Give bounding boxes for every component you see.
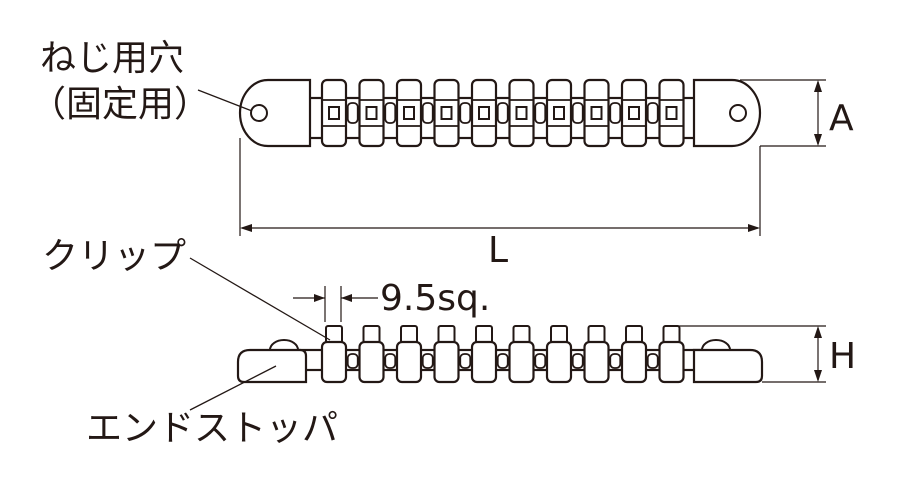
rail-link-top — [346, 102, 359, 124]
end-stopper-label: エンドストッパ — [86, 408, 338, 449]
rail-link-top — [421, 102, 434, 124]
side-clip — [620, 325, 648, 384]
top-clip — [470, 78, 498, 148]
side-clip — [433, 325, 460, 384]
rail-link-top — [534, 102, 547, 124]
dim-A-label: A — [829, 98, 854, 139]
rail-link-top — [496, 102, 509, 124]
top-clip — [320, 78, 348, 148]
rail-link-top — [609, 102, 622, 124]
side-clip — [358, 325, 385, 384]
top-clip — [620, 78, 648, 148]
dimension-H — [672, 325, 826, 383]
end-stopper-leader — [189, 365, 277, 411]
screw-hole-note-label: （固定用） — [30, 84, 210, 125]
top-clip — [433, 78, 460, 148]
side-clip — [658, 325, 685, 384]
left-end-stopper — [236, 348, 308, 384]
left-end-cap-top — [238, 78, 312, 148]
rail-link-top — [646, 102, 659, 124]
dim-H-label: H — [829, 336, 856, 377]
right-end-cap-top — [692, 78, 762, 148]
screw-hole-leader — [197, 89, 253, 112]
top-clip — [508, 78, 535, 148]
rail-link-side — [609, 353, 622, 369]
rail-link-side — [384, 353, 397, 369]
rail-link-side — [459, 353, 472, 369]
top-clip — [545, 78, 573, 148]
rail-link-side — [534, 353, 547, 369]
right-screw-hole — [729, 104, 747, 122]
rail-link-top — [459, 102, 472, 124]
top-view — [238, 78, 762, 148]
rail-link-side — [496, 353, 509, 369]
side-clip — [545, 325, 573, 384]
dimension-L — [239, 138, 761, 236]
dimension-drive-size — [293, 286, 378, 322]
dimension-A — [740, 79, 826, 147]
rail-link-side — [571, 353, 584, 369]
rail-link-top — [571, 102, 584, 124]
side-clip-row — [320, 325, 685, 384]
side-clip — [320, 325, 348, 384]
clip-label: クリップ — [42, 236, 186, 277]
screw-hole-label: ねじ用穴 — [40, 38, 184, 79]
top-clip — [658, 78, 685, 148]
side-clip — [583, 325, 610, 384]
top-clip — [358, 78, 385, 148]
side-view — [236, 325, 764, 384]
rail-link-side — [421, 353, 434, 369]
side-clip — [508, 325, 535, 384]
clip-leader — [189, 257, 331, 341]
right-end-stopper — [692, 348, 764, 384]
rail-link-top — [384, 102, 397, 124]
side-clip — [395, 325, 423, 384]
top-clip — [583, 78, 610, 148]
rail-link-side — [646, 353, 659, 369]
rail-link-side — [346, 353, 359, 369]
side-clip — [470, 325, 498, 384]
drive-size-label: 9.5sq. — [380, 278, 490, 319]
top-clip-row — [320, 78, 685, 148]
top-clip — [395, 78, 423, 148]
dim-L-label: L — [488, 230, 508, 271]
left-screw-hole — [250, 104, 268, 122]
